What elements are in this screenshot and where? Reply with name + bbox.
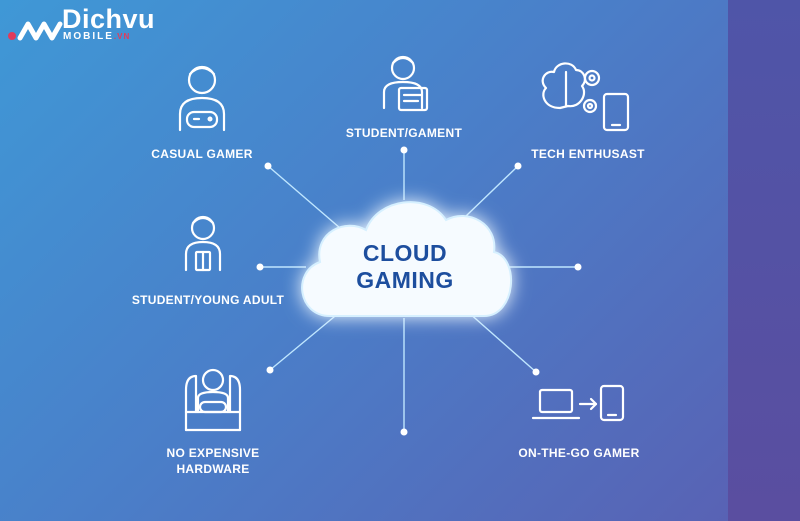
label-tech-enthusast: TECH ENTHUSAST xyxy=(531,147,645,161)
dot-student-young-adult xyxy=(256,263,264,271)
student-with-book-icon xyxy=(184,215,222,272)
connector-on-the-go-gamer xyxy=(467,311,537,373)
center-title: CLOUD GAMING xyxy=(330,240,480,294)
dot-bottom xyxy=(400,428,408,436)
dot-on-the-go-gamer xyxy=(532,368,540,376)
dot-no-expensive-hardware xyxy=(266,366,274,374)
brand-name: Dichvu xyxy=(62,4,156,34)
brand-subname: MOBILE.VN xyxy=(63,31,131,42)
label-casual-gamer: CASUAL GAMER xyxy=(151,147,253,161)
label-student-gament: STUDENT/GAMENT xyxy=(345,126,463,140)
brain-gears-phone-icon xyxy=(541,62,630,132)
label-no-expensive-hardware-line1: NO EXPENSIVE xyxy=(166,446,260,460)
dot-casual-gamer xyxy=(264,162,272,170)
label-no-expensive-hardware: NO EXPENSIVE HARDWARE xyxy=(150,445,276,477)
connector-dots xyxy=(256,146,582,436)
connector-lines xyxy=(260,150,578,432)
cloud-icon xyxy=(301,201,513,317)
dot-student-gament xyxy=(400,146,408,154)
dot-tech-enthusast xyxy=(514,162,522,170)
center-title-line2: GAMING xyxy=(356,267,454,293)
dot-right xyxy=(574,263,582,271)
label-student-young-adult: STUDENT/YOUNG ADULT xyxy=(131,293,285,307)
gamer-on-couch-icon xyxy=(184,368,242,432)
connector-tech-enthusast xyxy=(465,165,519,217)
gamer-with-controller-icon xyxy=(178,65,226,132)
connector-casual-gamer xyxy=(267,165,341,229)
label-no-expensive-hardware-line2: HARDWARE xyxy=(176,462,250,476)
brand-logo-icon xyxy=(8,21,63,41)
student-with-laptop-icon xyxy=(382,55,429,112)
center-title-line1: CLOUD xyxy=(362,240,448,266)
decorative-band xyxy=(728,0,800,521)
laptop-to-phone-icon xyxy=(531,384,625,422)
label-on-the-go-gamer: ON-THE-GO GAMER xyxy=(518,446,640,460)
connector-no-expensive-hardware xyxy=(269,311,341,371)
